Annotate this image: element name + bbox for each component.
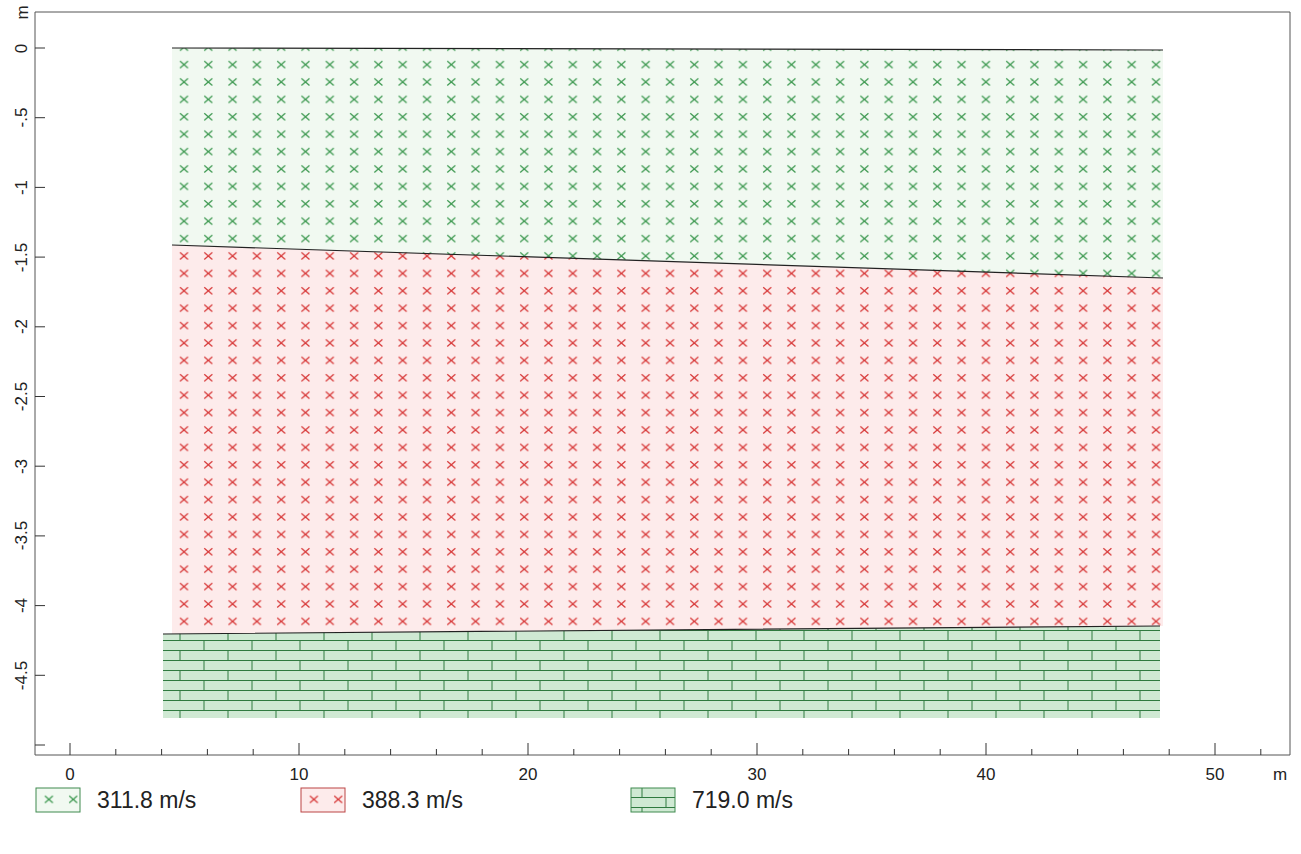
x-axis-label: 0 (65, 766, 74, 783)
y-axis-label: -1 (14, 180, 31, 195)
axis-tick (528, 743, 529, 755)
axis-tick (70, 743, 71, 755)
legend-text: 719.0 m/s (692, 789, 793, 812)
axis-tick (35, 605, 45, 606)
axis-tick (711, 749, 712, 755)
axis-tick (894, 749, 895, 755)
y-axis-label: -1.5 (13, 242, 30, 271)
axis-tick (848, 749, 849, 755)
axis-tick (436, 749, 437, 755)
y-axis-label: -2 (14, 319, 31, 334)
axis-tick (573, 749, 574, 755)
axis-tick (115, 749, 116, 755)
axis-tick (161, 749, 162, 755)
x-axis-label: 50 (1206, 766, 1225, 783)
axis-tick (35, 466, 45, 467)
axis-tick (207, 749, 208, 755)
axis-tick (35, 745, 45, 746)
axis-tick (619, 749, 620, 755)
axis-tick (665, 749, 666, 755)
axis-tick (253, 749, 254, 755)
axis-tick (1215, 743, 1216, 755)
legend-text: 311.8 m/s (97, 789, 196, 812)
axis-tick (35, 117, 45, 118)
legend-swatch (300, 787, 346, 813)
axis-tick (35, 396, 45, 397)
axis-tick (35, 187, 45, 188)
x-axis-label: 30 (748, 766, 767, 783)
axis-tick (482, 749, 483, 755)
axis-tick (802, 749, 803, 755)
axis-tick (940, 749, 941, 755)
y-axis-label: -.5 (14, 108, 31, 128)
axis-tick (35, 326, 45, 327)
axis-tick (1123, 749, 1124, 755)
legend-swatch (630, 787, 676, 813)
axis-tick (35, 675, 45, 676)
axis-tick (757, 743, 758, 755)
axis-tick (1260, 749, 1261, 755)
axis-tick (344, 749, 345, 755)
legend-swatch (35, 787, 81, 813)
y-axis-label: -4.5 (13, 661, 30, 690)
y-axis-label: m (13, 5, 30, 19)
y-axis-label: -4 (14, 598, 31, 613)
axis-tick (299, 743, 300, 755)
y-axis-label: -3 (14, 459, 31, 474)
y-axis-label: 0 (14, 43, 31, 52)
y-axis-label: -3.5 (13, 521, 30, 550)
x-axis-label: 10 (290, 766, 309, 783)
axis-tick (1031, 749, 1032, 755)
axis-tick (986, 743, 987, 755)
x-axis-label: 20 (519, 766, 538, 783)
x-axis-label: m (1273, 766, 1287, 783)
axis-tick (35, 48, 45, 49)
y-axis-label: -2.5 (13, 382, 30, 411)
axis-tick (1169, 749, 1170, 755)
x-axis-label: 40 (977, 766, 996, 783)
axis-tick (1077, 749, 1078, 755)
legend-text: 388.3 m/s (362, 789, 463, 812)
axis-tick (35, 257, 45, 258)
axis-tick (390, 749, 391, 755)
axis-tick (35, 535, 45, 536)
